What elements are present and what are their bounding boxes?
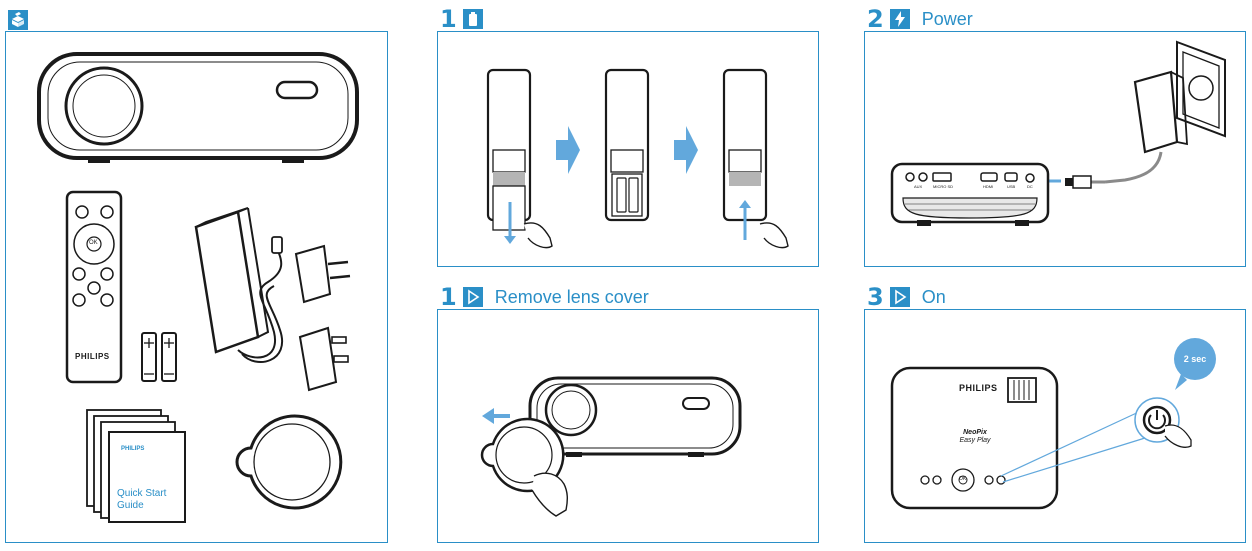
box-contents-icon — [8, 10, 28, 30]
step-lens-header: 1 Remove lens cover — [440, 284, 649, 310]
lightning-icon — [889, 9, 910, 29]
projector-top-view-illustration — [890, 366, 1059, 510]
play-icon — [462, 287, 483, 307]
remove-arrow-icon — [482, 408, 510, 424]
guide-title-line: Quick Start — [117, 488, 167, 499]
remote-back-closed-illustration — [722, 68, 789, 249]
model-variant: Easy Play — [959, 437, 991, 444]
step-number: 3 — [867, 283, 884, 311]
projector-illustration — [37, 52, 359, 163]
port-label-aux: AUX — [914, 184, 923, 189]
step-power-header: 2 Power — [867, 6, 973, 32]
port-label-hdmi: HDMI — [983, 184, 994, 189]
step-batteries-header: 1 — [440, 6, 483, 32]
insert-batteries-panel — [437, 31, 819, 267]
quick-start-guide-illustration — [86, 409, 186, 523]
port-label-dc: DC — [1027, 184, 1033, 189]
wall-socket-illustration — [1176, 40, 1226, 138]
step-number: 2 — [867, 5, 884, 33]
step-arrow-icon — [674, 126, 698, 174]
step-title: On — [921, 287, 946, 307]
step-title: Remove lens cover — [494, 287, 649, 307]
port-label-usb: USB — [1007, 184, 1016, 189]
batteries-illustration — [141, 332, 177, 382]
projector-illustration — [528, 376, 742, 457]
remote-ok-label: OK — [89, 240, 98, 246]
hand-illustration — [531, 472, 569, 517]
callout-lines — [1000, 409, 1146, 483]
step-arrow-icon — [556, 126, 580, 174]
remote-illustration — [65, 190, 123, 384]
step-on-header: 3 On — [867, 284, 946, 310]
step-number: 1 — [440, 5, 457, 33]
power-on-panel: PHILIPS NeoPix Easy Play OK 2 sec — [864, 309, 1246, 543]
power-button-zoom — [1134, 397, 1192, 448]
box-contents-header — [8, 7, 28, 33]
remote-batteries-inserted-illustration — [604, 68, 650, 222]
remote-brand-label: PHILIPS — [75, 352, 110, 361]
box-contents-panel: PHILIPS OK PHILIPS Quick Start Guide — [5, 31, 388, 543]
port-label-microsd: MICRO SD — [933, 184, 953, 189]
model-name: NeoPix — [963, 429, 987, 436]
projector-rear-illustration — [890, 162, 1050, 226]
power-adapter-illustration — [194, 207, 351, 392]
guide-title-line: Guide — [117, 500, 144, 511]
battery-icon — [462, 9, 483, 29]
power-panel: AUX MICRO SD HDMI USB DC — [864, 31, 1246, 267]
remove-lens-cover-panel — [437, 309, 819, 543]
dc-cable-illustration — [1065, 175, 1105, 189]
guide-title: Quick Start Guide — [117, 488, 166, 512]
projector-brand-label: PHILIPS — [959, 383, 998, 393]
hold-time-label: 2 sec — [1183, 354, 1207, 364]
step-title: Power — [921, 9, 973, 29]
hold-time-badge — [1174, 338, 1216, 390]
power-adapter-plugged-illustration — [1104, 70, 1188, 184]
lens-cover-illustration — [235, 414, 343, 510]
remote-back-open-illustration — [486, 68, 553, 249]
step-number: 1 — [440, 283, 457, 311]
projector-model-label: NeoPix Easy Play — [945, 429, 1005, 445]
ok-button-label: OK — [959, 476, 967, 482]
guide-brand-label: PHILIPS — [121, 446, 145, 452]
play-icon — [889, 287, 910, 307]
